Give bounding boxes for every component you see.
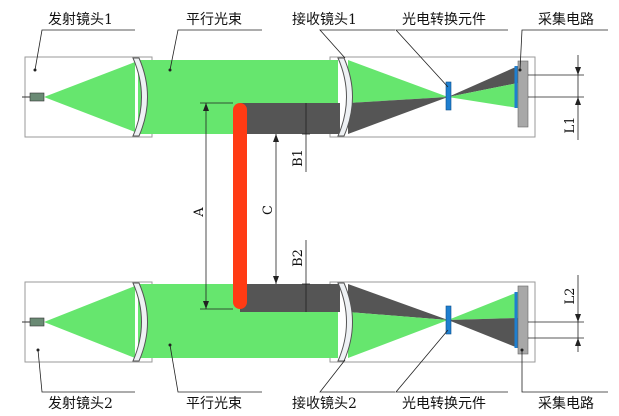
- dimension-a: [200, 102, 233, 310]
- label-circuit-bottom: 采集电路: [538, 395, 594, 412]
- diverging-beam-bottom: [44, 286, 135, 358]
- leader-lines: [34, 29, 608, 393]
- shadow-converge-top: [348, 97, 448, 134]
- dimension-b2: [302, 240, 310, 312]
- converging-beam-bottom: [348, 312, 448, 358]
- receive-lens-1: [337, 57, 353, 137]
- label-dim-l1: L1: [563, 117, 578, 134]
- diverging-beam-top: [44, 62, 135, 132]
- photoelectric-converter-bottom: [445, 305, 452, 335]
- converging-beam-top: [348, 60, 448, 103]
- label-parallel-beam-top: 平行光束: [186, 12, 242, 28]
- transmit-lens-1: [132, 57, 148, 137]
- label-receive-lens-2: 接收镜头2: [292, 395, 357, 412]
- label-dim-b2: B2: [291, 249, 306, 267]
- diverging-green-bottom: [448, 292, 518, 320]
- label-transmit-lens-1: 发射镜头1: [48, 12, 113, 28]
- acquisition-circuit-top: [517, 60, 529, 128]
- dimension-l1: [528, 55, 584, 140]
- label-converter-bottom: 光电转换元件: [402, 395, 486, 412]
- label-dim-b1: B1: [291, 149, 306, 167]
- dimension-l2: [528, 275, 584, 352]
- label-converter-top: 光电转换元件: [402, 11, 486, 28]
- diverging-shadow-top: [448, 66, 518, 97]
- label-dim-a: A: [192, 207, 207, 218]
- photoelectric-converter-top: [445, 81, 452, 111]
- dimension-b1: [302, 103, 310, 172]
- acquisition-circuit-bottom: [517, 285, 529, 355]
- label-transmit-lens-2: 发射镜头2: [48, 396, 113, 412]
- label-circuit-top: 采集电路: [538, 11, 594, 28]
- shadow-converge-bottom: [348, 284, 448, 320]
- label-parallel-beam-bottom: 平行光束: [186, 396, 242, 412]
- measured-object: [233, 103, 247, 309]
- label-dim-c: C: [261, 205, 276, 215]
- transmit-lens-2: [132, 282, 148, 362]
- diverging-shadow-bottom: [448, 318, 518, 348]
- dimension-c: [273, 134, 279, 284]
- shadow-region-top: [240, 103, 340, 134]
- shadow-region-bottom: [240, 284, 340, 312]
- diverging-green-top: [448, 83, 518, 108]
- label-dim-l2: L2: [563, 288, 578, 305]
- label-receive-lens-1: 接收镜头1: [292, 11, 357, 28]
